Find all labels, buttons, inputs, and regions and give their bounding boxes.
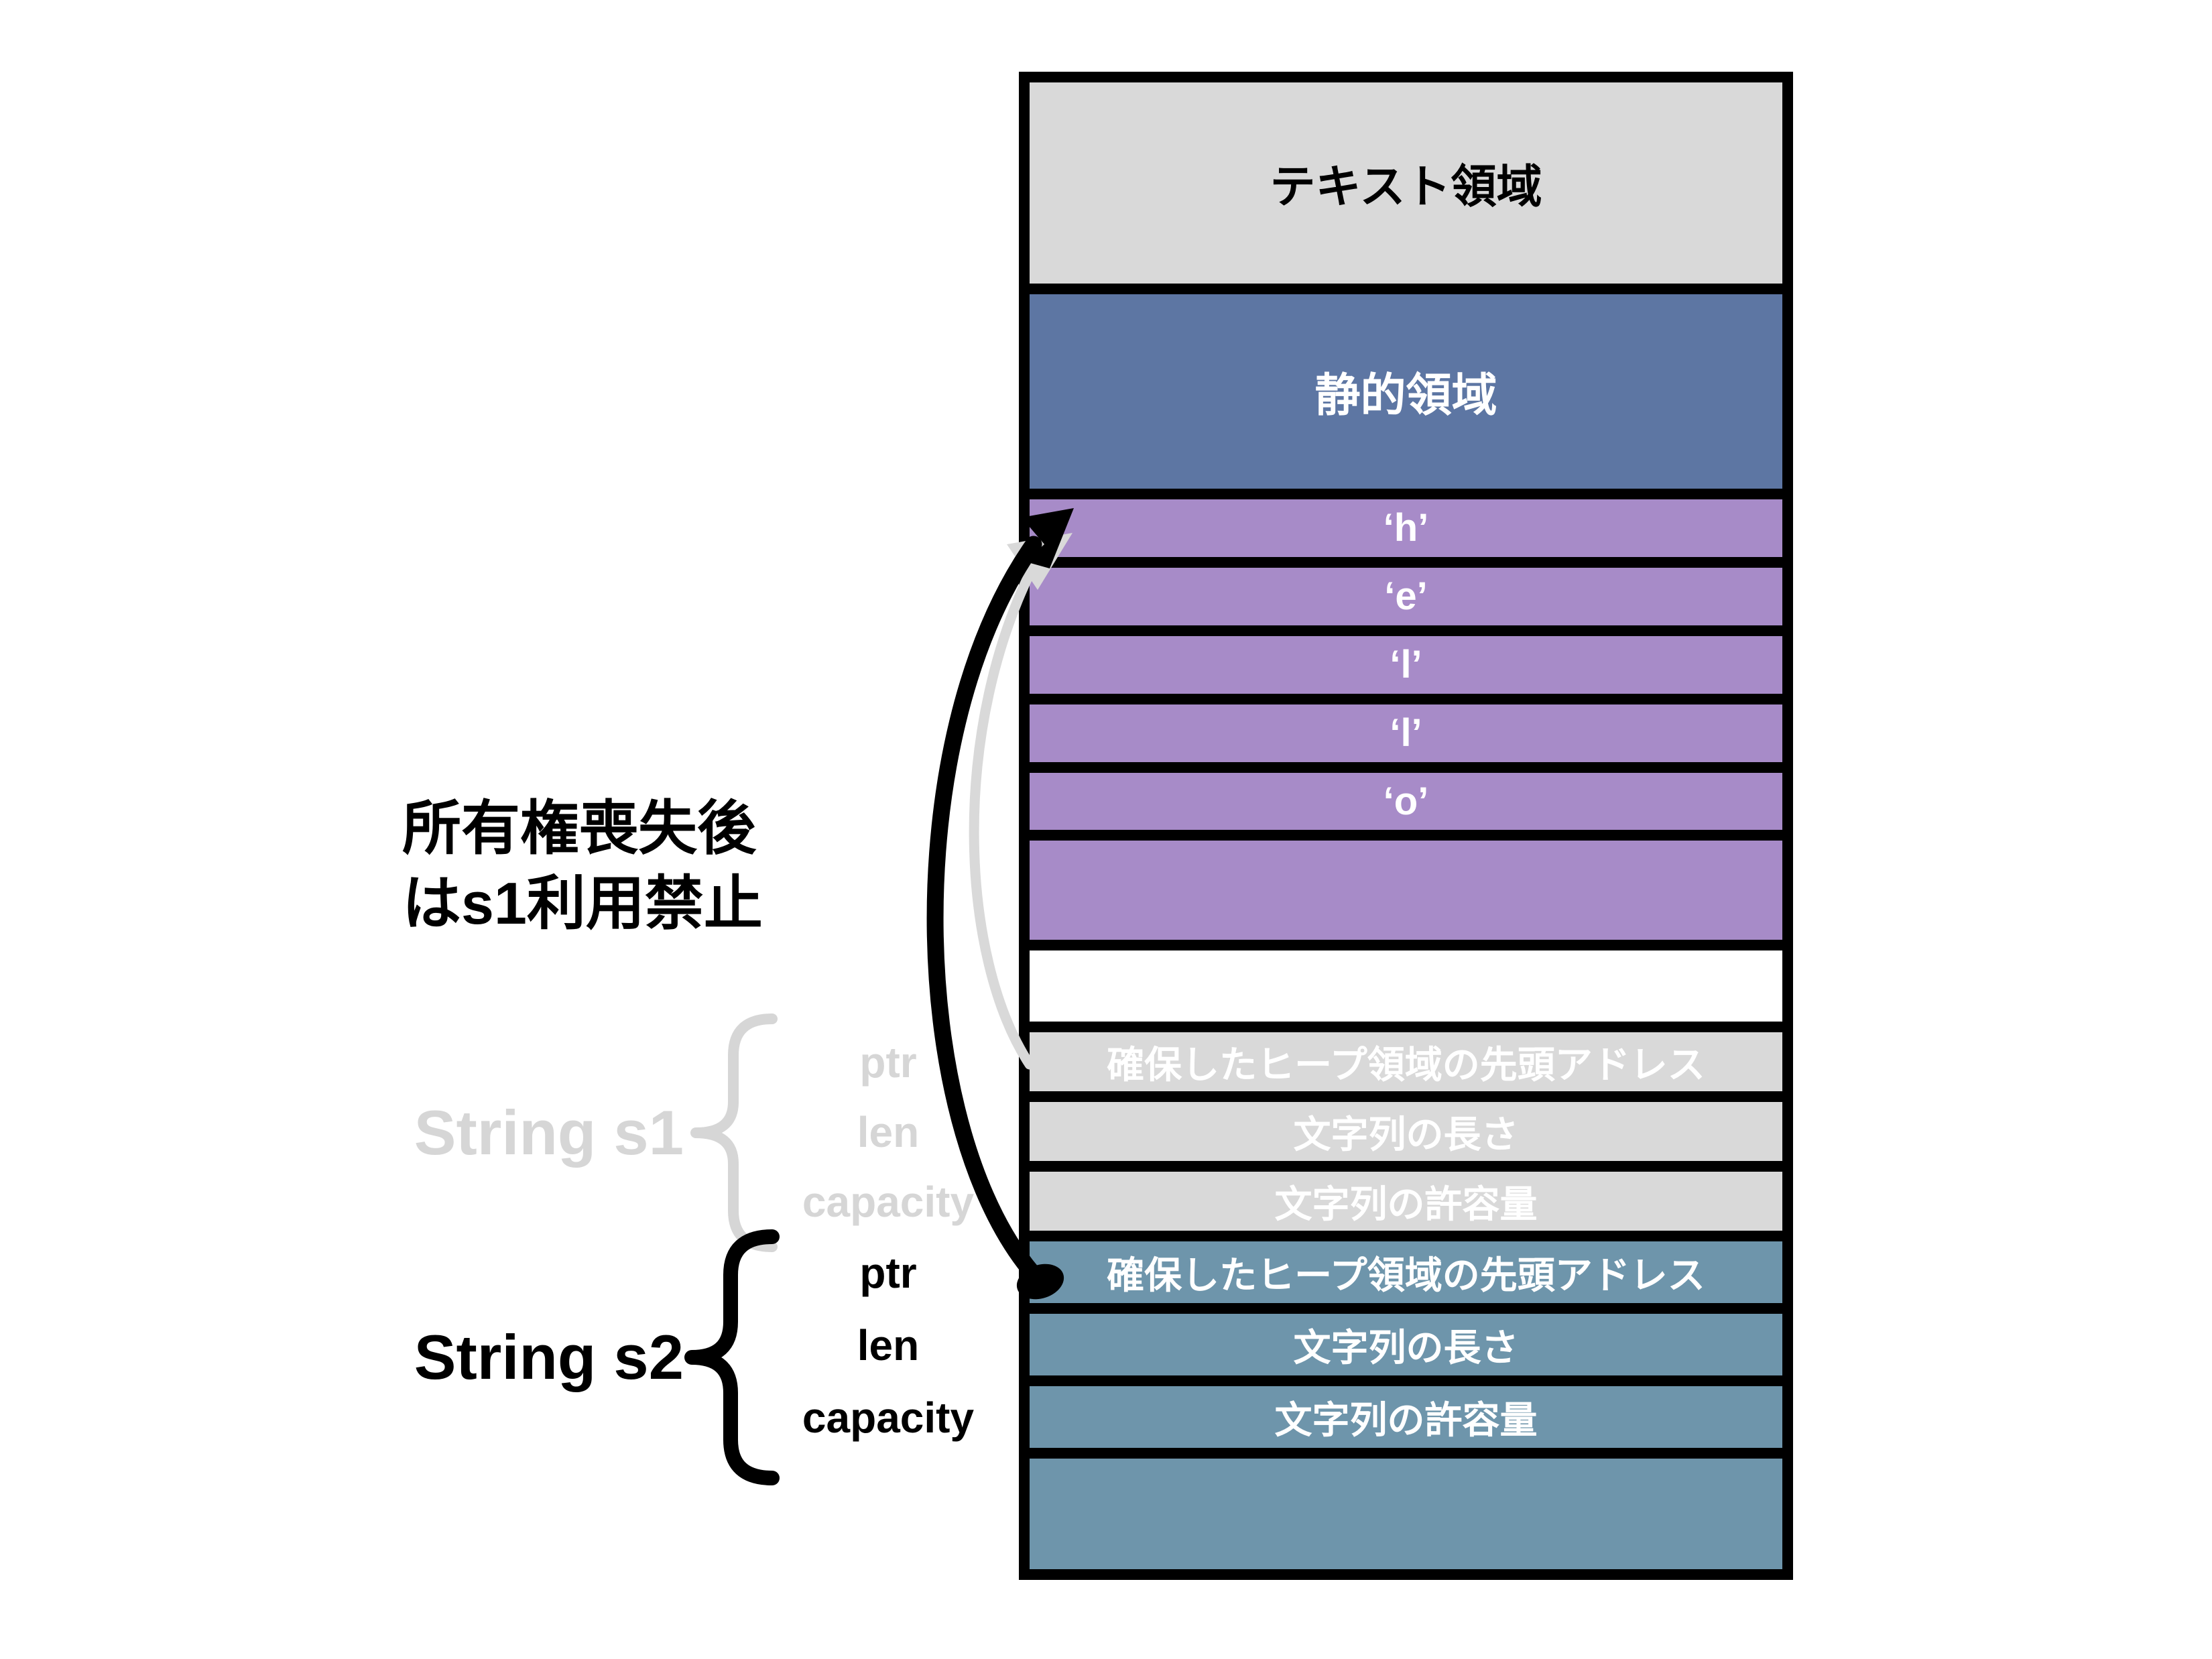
s1-len-cell: 文字列の長さ	[1030, 1102, 1782, 1162]
s1-brace	[690, 1013, 778, 1252]
stack-gap-cell	[1030, 950, 1782, 1022]
ownership-warning-line2: はs1利用禁止	[402, 870, 763, 936]
s2-empty-cell	[1030, 1459, 1782, 1569]
s2-capacity-label: capacity	[802, 1394, 975, 1442]
s1-ptr-label: ptr	[859, 1038, 917, 1087]
heap-cell-empty	[1030, 841, 1782, 940]
s2-capacity-cell: 文字列の許容量	[1030, 1386, 1782, 1449]
string-s2-label: String s2	[414, 1322, 684, 1392]
heap-cell-o: ‘o’	[1030, 772, 1782, 831]
s2-ptr-label: ptr	[859, 1249, 917, 1297]
ownership-warning-note: 所有権喪失後 はs1利用禁止	[402, 791, 763, 941]
string-s1-label: String s1	[414, 1097, 684, 1168]
ownership-warning-line1: 所有権喪失後	[402, 795, 757, 861]
memory-column: テキスト領域 静的領域 ‘h’ ‘e’ ‘l’ ‘l’ ‘o’ 確保したヒープ領…	[1019, 72, 1793, 1580]
heap-cell-l2: ‘l’	[1030, 704, 1782, 762]
heap-cell-h: ‘h’	[1030, 499, 1782, 557]
heap-cell-e: ‘e’	[1030, 567, 1782, 625]
s1-capacity-label: capacity	[802, 1178, 975, 1226]
s1-ptr-cell: 確保したヒープ領域の先頭アドレス	[1030, 1032, 1782, 1092]
s1-capacity-cell: 文字列の許容量	[1030, 1172, 1782, 1231]
s1-len-label: len	[857, 1108, 920, 1156]
s2-brace	[684, 1229, 780, 1485]
s2-len-cell: 文字列の長さ	[1030, 1314, 1782, 1376]
text-region-cell: テキスト領域	[1030, 82, 1782, 284]
s2-ptr-cell: 確保したヒープ領域の先頭アドレス	[1030, 1241, 1782, 1304]
heap-cell-l1: ‘l’	[1030, 635, 1782, 694]
static-region-cell: 静的領域	[1030, 294, 1782, 489]
s2-len-label: len	[857, 1321, 920, 1369]
